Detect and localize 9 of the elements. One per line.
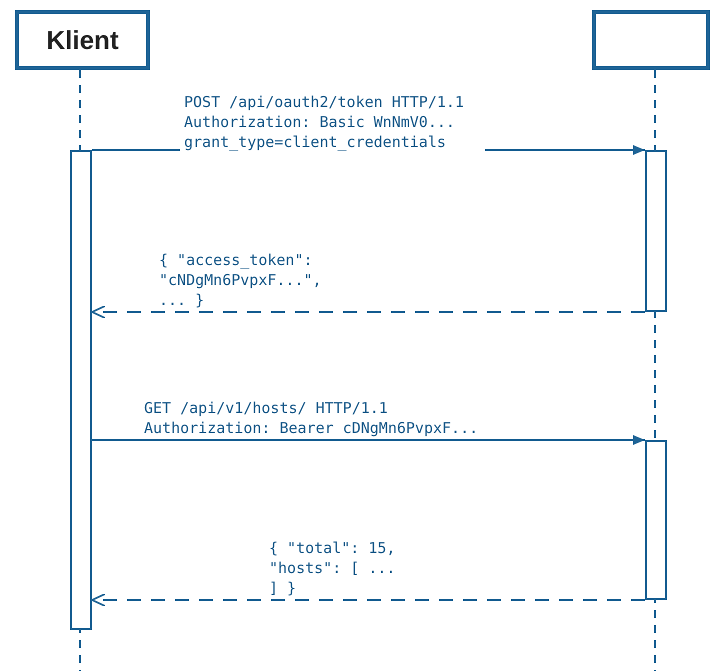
activation-bar xyxy=(645,150,667,312)
participant-box xyxy=(592,10,710,70)
participant-name: Klient xyxy=(46,24,119,56)
activation-bar xyxy=(70,150,92,630)
message-arrow xyxy=(91,305,645,319)
message-arrow xyxy=(91,593,645,607)
message-arrow xyxy=(92,435,645,445)
activation-bar xyxy=(645,440,667,600)
participant-box xyxy=(15,10,150,70)
